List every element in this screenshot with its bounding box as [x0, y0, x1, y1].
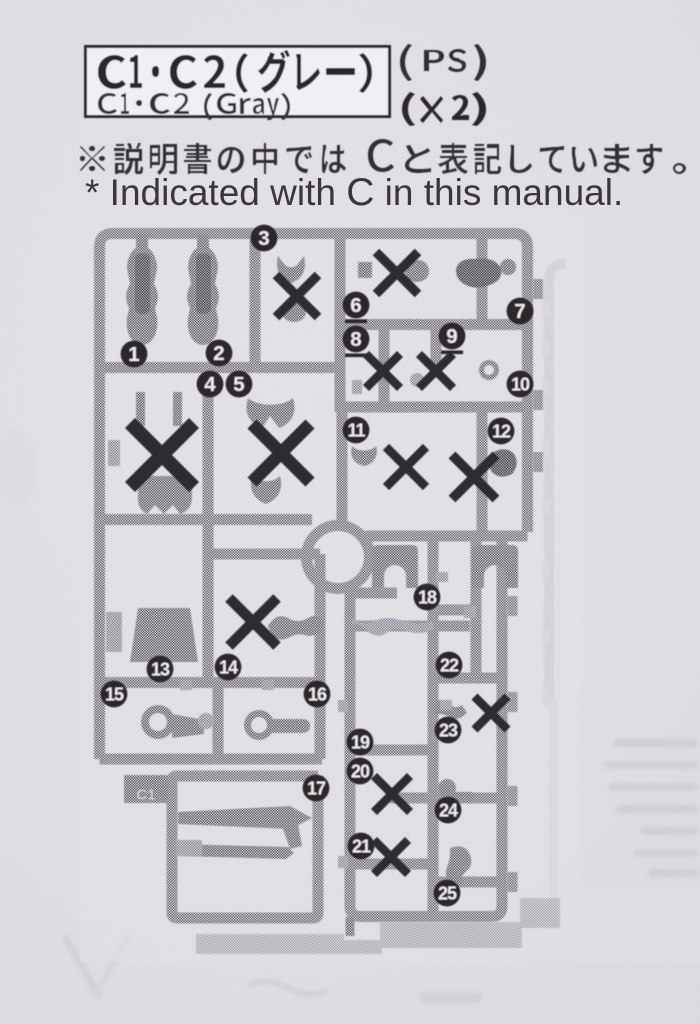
note-en: * Indicated with C in this manual. [85, 171, 623, 215]
note-en-part-letter: C [346, 171, 375, 214]
note-en-tail: in this manual. [374, 172, 624, 213]
note-en-lead: * Indicated with [85, 172, 347, 213]
